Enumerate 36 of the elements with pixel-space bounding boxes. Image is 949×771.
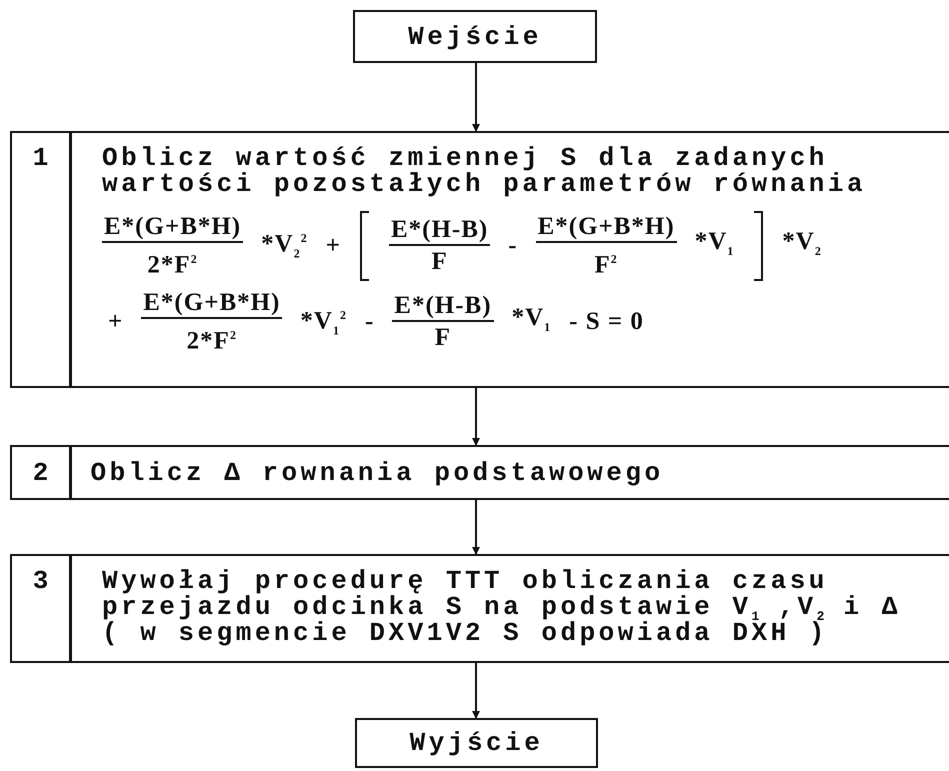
formula-term: - S = 0 [569, 308, 644, 336]
fraction-denominator: 2*F$^{2}$ [147, 250, 198, 280]
step-number: 1 [32, 143, 48, 173]
step-description: Wywołaj procedurę TTT obliczania czasu przejazdu odcinka S na podstawie V$_{1}$ ,V$_{2}$ i Δ [102, 568, 902, 620]
fraction-denominator: F$^{2}$ [594, 250, 618, 280]
arrow [472, 63, 480, 132]
process-box [10, 445, 949, 500]
step-description: ( w segmencie DXV1V2 S odpowiada DXH ) [102, 620, 828, 646]
fraction-numerator: E*(G+B*H) [102, 212, 244, 243]
fraction-numerator: E*(G+B*H) [141, 289, 282, 319]
formula-term: - [364, 308, 374, 336]
terminal-box [353, 10, 597, 63]
formula-term: + [108, 308, 124, 336]
step-number: 2 [32, 458, 48, 488]
formula-term: + [326, 232, 341, 260]
arrow [472, 663, 480, 719]
fraction-numerator: E*(G+B*H) [536, 212, 677, 243]
formula-term: *V$_{1}$ [694, 228, 734, 260]
formula-term: - [508, 232, 518, 260]
fraction-numerator: E*(H-B) [388, 216, 490, 246]
fraction-denominator: F [431, 247, 448, 276]
terminal-box [355, 718, 598, 768]
process-box [10, 554, 949, 663]
fraction-denominator: F [434, 323, 452, 352]
terminal-label: Wejście [408, 22, 542, 52]
fraction-denominator: 2*F$^{2}$ [186, 326, 237, 356]
formula-term: *V$_{1}$ [512, 304, 552, 336]
arrow [472, 500, 480, 555]
terminal-label: Wyjście [410, 728, 544, 758]
step-description: Oblicz wartość zmiennej S dla zadanych wartości pozostałych parametrów równania [102, 145, 868, 197]
process-box [10, 131, 949, 388]
step-number: 3 [32, 566, 48, 596]
step-description: Oblicz Δ rownania podstawowego [90, 460, 665, 486]
fraction-numerator: E*(H-B) [392, 292, 494, 322]
arrow [472, 388, 480, 446]
formula-term: *V$_{2}$ [782, 228, 822, 260]
